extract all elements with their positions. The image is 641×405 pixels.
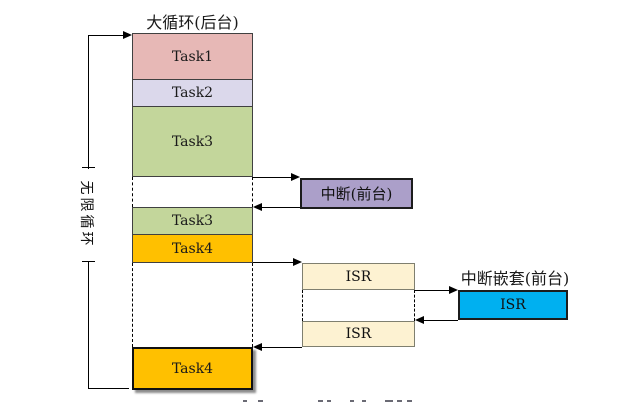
task3-label: Task3 xyxy=(171,133,214,150)
arrowhead-nested-return-icon xyxy=(415,316,424,324)
isr1-box: ISR xyxy=(302,263,415,290)
isr1-label: ISR xyxy=(345,268,372,285)
loop-bracket-line-bottom xyxy=(88,261,89,388)
task3-resumed-box: Task3 xyxy=(132,207,253,235)
task3-resumed-label: Task3 xyxy=(171,213,214,229)
task2-label: Task2 xyxy=(171,85,214,101)
isr-call-line xyxy=(253,262,295,263)
nested-return-line xyxy=(424,320,458,321)
arrowhead-isr-return-icon xyxy=(253,343,262,351)
loop-bracket-tick-bottom xyxy=(82,261,95,262)
interrupt-return-line xyxy=(262,207,300,208)
loop-bracket-tick-top xyxy=(82,167,95,168)
isr-return-line xyxy=(262,347,302,348)
infinite-loop-label: 无限循环 xyxy=(78,180,94,249)
task3-box: Task3 xyxy=(132,106,253,177)
arrowhead-loop-entry-icon xyxy=(123,31,132,39)
diagram-title: 大循环(后台) xyxy=(146,13,239,32)
loop-bottom-line xyxy=(88,388,129,389)
isr-gap-dashed-left xyxy=(302,290,303,321)
task4-resumed-label: Task4 xyxy=(171,360,214,377)
interrupt-foreground-label: 中断(前台) xyxy=(320,185,393,203)
task1-label: Task1 xyxy=(171,48,214,65)
interrupt-foreground-box: 中断(前台) xyxy=(300,178,413,209)
interrupt-call-line xyxy=(253,177,293,178)
arrowhead-isr-call-icon xyxy=(293,258,302,266)
preempted-gap-task3 xyxy=(132,177,253,207)
loop-entry-line xyxy=(88,35,124,36)
task4-box: Task4 xyxy=(132,234,253,263)
isr2-label: ISR xyxy=(345,326,372,342)
task2-box: Task2 xyxy=(132,79,253,107)
preempted-gap-task4 xyxy=(132,263,253,347)
nested-call-line xyxy=(415,290,451,291)
isr2-box: ISR xyxy=(302,321,415,347)
loop-bracket-line-top xyxy=(88,35,89,169)
arrowhead-interrupt-call-icon xyxy=(291,173,300,181)
task1-box: Task1 xyxy=(132,33,253,80)
task4-label: Task4 xyxy=(171,240,214,257)
nested-isr-box: ISR xyxy=(458,290,568,320)
arrowhead-interrupt-return-icon xyxy=(253,203,262,211)
task4-resumed-box: Task4 xyxy=(132,347,253,390)
arrowhead-nested-call-icon xyxy=(449,286,458,294)
nested-isr-label: ISR xyxy=(500,297,526,313)
isr-gap-dashed-right xyxy=(414,290,415,321)
nested-interrupt-caption: 中断嵌套(前台) xyxy=(460,269,570,288)
